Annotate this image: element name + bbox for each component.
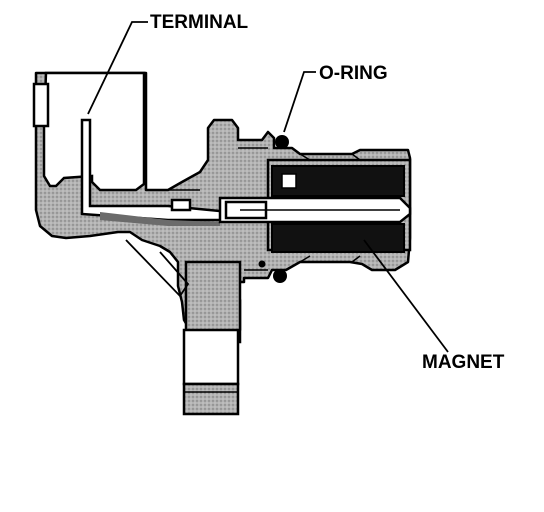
connector-cavity <box>42 71 146 192</box>
o-ring-lower <box>273 269 287 283</box>
connector-slot <box>32 82 50 128</box>
o-ring-mark <box>258 260 266 268</box>
mounting-stem <box>184 260 242 344</box>
o-ring-label: O-RING <box>319 63 388 84</box>
o-ring-upper <box>275 135 289 149</box>
magnet-lower <box>271 223 405 253</box>
terminal-shadow <box>100 212 220 226</box>
shaft-insert <box>170 198 192 212</box>
housing-leader-line <box>125 239 190 298</box>
o-ring-leader-line <box>283 71 316 133</box>
magnet-label: MAGNET <box>422 352 505 373</box>
magnet-window <box>281 173 297 189</box>
magnet-leader-line <box>363 239 449 353</box>
stem-tip <box>182 382 240 416</box>
terminal-leader-line <box>87 21 148 115</box>
stem-white-band <box>182 328 240 386</box>
magnet-upper <box>271 165 405 197</box>
terminal-label: TERMINAL <box>150 12 249 33</box>
